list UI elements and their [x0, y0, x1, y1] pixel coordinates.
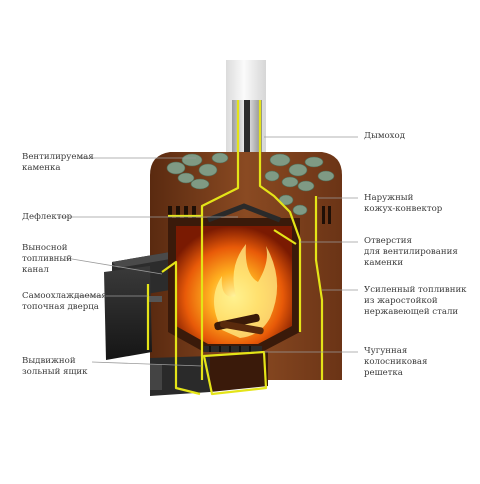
label-ash-box: Выдвижной зольный ящик	[22, 356, 88, 377]
leader-lines	[58, 136, 358, 367]
label-firebox: Усиленный топливник из жаростойкой нержа…	[364, 285, 467, 317]
label-vent-holes: Отверстия для вентилирования каменки	[364, 236, 458, 268]
firebox-door	[104, 266, 162, 360]
heater-stones	[166, 152, 335, 229]
deflector	[207, 203, 281, 223]
label-grate: Чугунная колосниковая решетка	[364, 346, 428, 378]
label-heater-stones: Вентилируемая каменка	[22, 152, 94, 173]
label-deflector: Дефлектор	[22, 212, 73, 222]
label-chimney: Дымоход	[364, 131, 405, 141]
label-door: Самоохлаждаемая топочная дверца	[22, 291, 107, 312]
label-outer-casing: Наружный кожух-конвектор	[364, 193, 443, 214]
label-fuel-channel: Выносной топливный канал	[22, 243, 72, 275]
highlight-contours	[146, 100, 324, 396]
grate	[204, 346, 262, 352]
firebox	[168, 218, 300, 352]
